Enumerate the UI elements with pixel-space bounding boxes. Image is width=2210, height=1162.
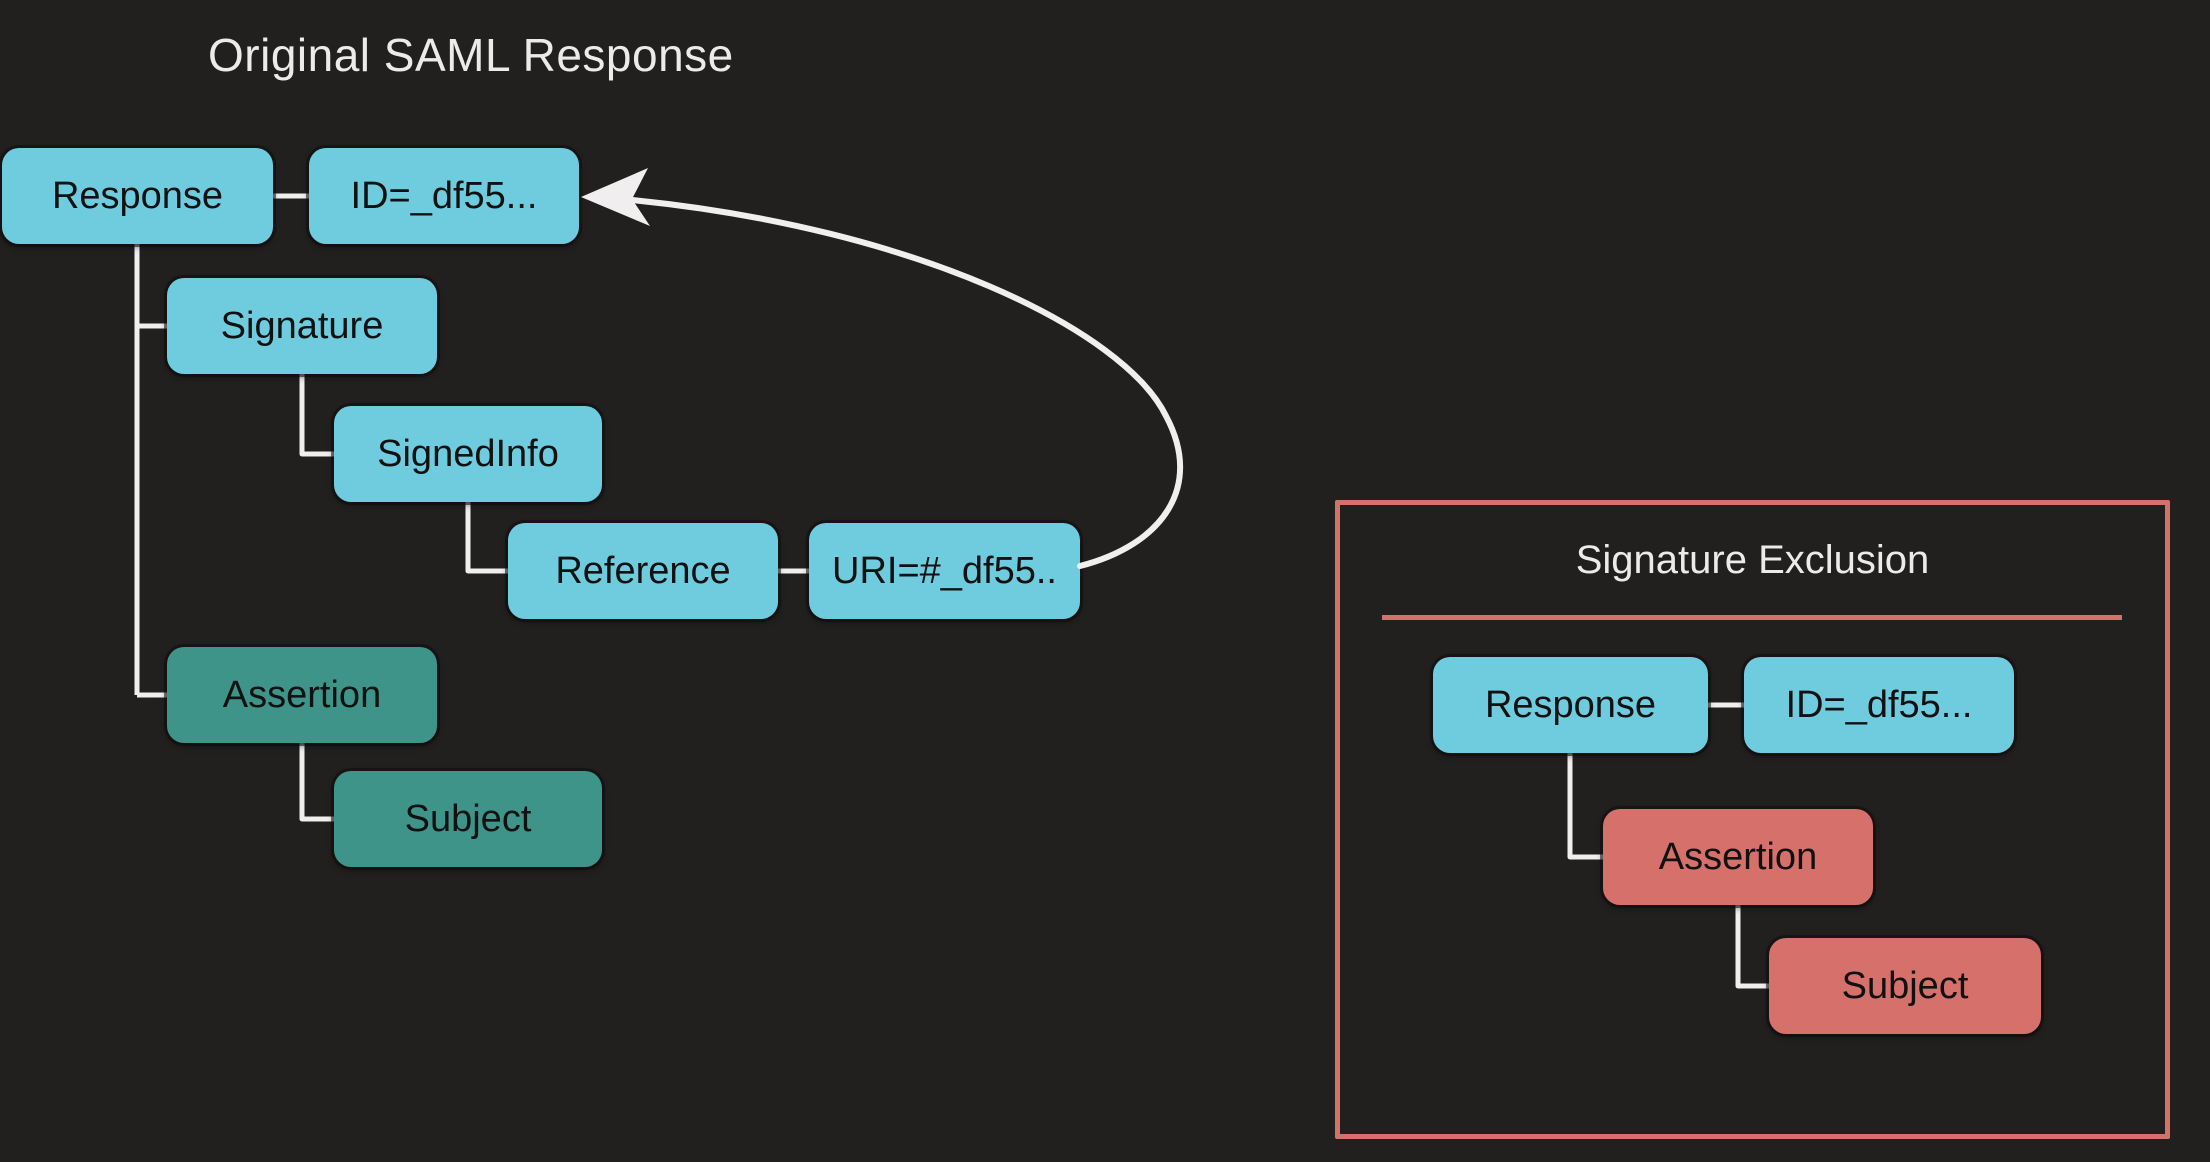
node-signature: Signature	[167, 278, 437, 374]
node-uri-attribute-label: URI=#_df55..	[832, 549, 1057, 592]
node-reference-label: Reference	[555, 549, 731, 592]
connector-signature-signedinfo	[299, 374, 334, 457]
node-assertion-label: Assertion	[222, 673, 382, 716]
uri-to-id-arrow-curve	[629, 197, 1184, 569]
node-response: Response	[2, 148, 273, 244]
panel-node-assertion: Assertion	[1603, 809, 1873, 905]
connector-signedinfo-reference	[465, 502, 508, 574]
panel-node-id-attribute-label: ID=_df55...	[1785, 683, 1973, 726]
node-assertion: Assertion	[167, 647, 437, 743]
node-id-attribute-label: ID=_df55...	[350, 174, 538, 217]
node-signedinfo-label: SignedInfo	[377, 432, 559, 475]
panel-node-subject-label: Subject	[1841, 964, 1969, 1007]
panel-title: Signature Exclusion	[1575, 538, 1930, 582]
panel-node-subject: Subject	[1769, 938, 2041, 1034]
panel-node-id-attribute: ID=_df55...	[1744, 657, 2014, 753]
left-diagram-title: Original SAML Response	[208, 29, 734, 81]
node-subject: Subject	[334, 771, 602, 867]
signature-exclusion-panel: Signature Exclusion Response ID=_df55...…	[1335, 500, 2170, 1139]
node-signedinfo: SignedInfo	[334, 406, 602, 502]
arrowhead-icon	[581, 168, 650, 226]
panel-node-response: Response	[1433, 657, 1708, 753]
panel-title-underline	[1382, 615, 2122, 620]
node-response-label: Response	[51, 174, 224, 217]
panel-node-response-label: Response	[1484, 683, 1657, 726]
panel-node-assertion-label: Assertion	[1658, 835, 1818, 878]
node-id-attribute: ID=_df55...	[309, 148, 579, 244]
node-subject-label: Subject	[404, 797, 532, 840]
node-uri-attribute: URI=#_df55..	[809, 523, 1080, 619]
node-reference: Reference	[508, 523, 778, 619]
node-signature-label: Signature	[220, 304, 384, 347]
connector-assertion-subject	[299, 743, 334, 822]
